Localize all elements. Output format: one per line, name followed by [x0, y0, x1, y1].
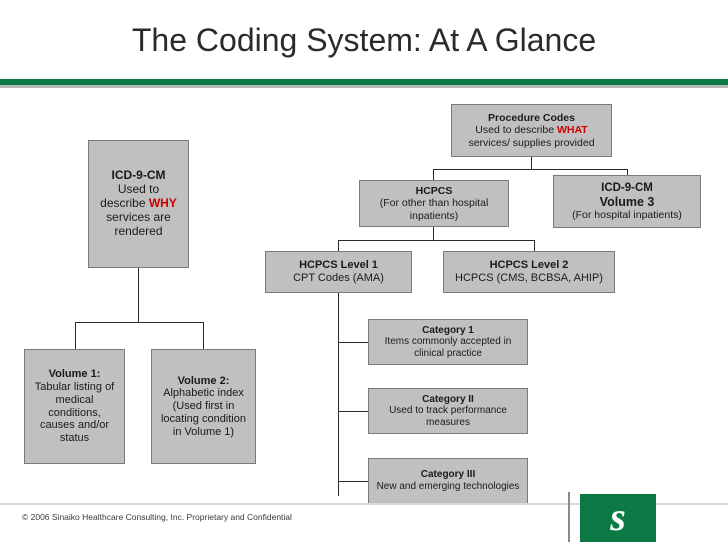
procedure-codes-line3: services/ supplies provided — [468, 136, 595, 149]
volume2-line2: Alphabetic index — [163, 387, 244, 400]
box-volume-2[interactable]: Volume 2: Alphabetic index (Used first i… — [151, 349, 256, 464]
hcpcs-title: HCPCS — [415, 185, 453, 198]
volume1-line5: causes and/or — [39, 419, 110, 432]
box-category-3[interactable]: Category III New and emerging technologi… — [368, 458, 528, 504]
connector-l1-to-cat1 — [338, 342, 368, 343]
icd9cm-line3-emphasis: WHY — [148, 196, 177, 211]
box-procedure-codes[interactable]: Procedure Codes Used to describe WHAT se… — [451, 104, 612, 157]
procedure-codes-line2-emphasis: WHAT — [557, 124, 588, 137]
connector-l1-down — [338, 293, 339, 496]
procedure-codes-title: Procedure Codes — [488, 112, 575, 125]
connector-proc-to-icd3 — [627, 169, 628, 180]
box-icd-9-cm[interactable]: ICD-9-CM Used to describe WHY services a… — [88, 140, 189, 268]
box-hcpcs-level-1[interactable]: HCPCS Level 1 CPT Codes (AMA) — [265, 251, 412, 293]
connector-l1-to-cat2 — [338, 411, 368, 412]
icd9cm-vol3-title: ICD-9-CM — [601, 181, 653, 194]
box-volume-1[interactable]: Volume 1: Tabular listing of medical con… — [24, 349, 125, 464]
logo-separator — [568, 492, 570, 542]
connector-proc-down — [531, 157, 532, 169]
volume1-line2: Tabular listing of — [34, 381, 115, 393]
category3-line2: New and emerging technologies — [376, 481, 520, 492]
connector-icd-to-vol1 — [75, 322, 76, 349]
company-logo: s — [580, 494, 656, 542]
connector-proc-to-hcpcs — [433, 169, 434, 180]
connector-proc-split — [433, 169, 628, 170]
volume2-line3: (Used first in — [172, 400, 235, 413]
connector-hcpcs-down — [433, 227, 434, 240]
connector-hcpcs-to-l1 — [338, 240, 339, 251]
category2-line3: measures — [426, 416, 470, 428]
category1-title: Category 1 — [422, 324, 474, 336]
icd9cm-line4: services are — [106, 209, 171, 224]
volume1-title: Volume 1: — [48, 368, 101, 381]
connector-l1-to-cat3 — [338, 481, 368, 482]
volume2-title: Volume 2: — [177, 374, 230, 387]
box-category-1[interactable]: Category 1 Items commonly accepted in cl… — [368, 319, 528, 365]
volume1-line3: medical — [55, 393, 94, 406]
icd9cm-line5: rendered — [114, 223, 163, 238]
category1-line2: Items commonly accepted in — [384, 336, 512, 348]
hcpcs-level1-title: HCPCS Level 1 — [299, 259, 378, 272]
page-title: The Coding System: At A Glance — [131, 22, 597, 58]
box-icd-9-cm-volume-3[interactable]: ICD-9-CM Volume 3 (For hospital inpatien… — [553, 175, 701, 228]
copyright-text: © 2006 Sinaiko Healthcare Consulting, In… — [22, 512, 292, 522]
connector-icd-down — [138, 268, 139, 322]
procedure-codes-line2-pre: Used to describe — [475, 124, 557, 137]
volume1-line6: status — [59, 432, 90, 444]
volume2-line5: in Volume 1) — [172, 425, 235, 438]
hcpcs-line2: (For other than hospital — [379, 197, 489, 210]
icd9cm-vol3-line3: (For hospital inpatients) — [572, 209, 682, 222]
volume2-line4: locating condition — [160, 412, 246, 425]
connector-hcpcs-to-l2 — [534, 240, 535, 251]
box-hcpcs[interactable]: HCPCS (For other than hospital inpatient… — [359, 180, 509, 227]
gray-divider — [0, 85, 728, 88]
box-category-2[interactable]: Category II Used to track performance me… — [368, 388, 528, 434]
green-divider — [0, 79, 728, 85]
box-hcpcs-level-2[interactable]: HCPCS Level 2 HCPCS (CMS, BCBSA, AHIP) — [443, 251, 615, 293]
hcpcs-level1-line2: CPT Codes (AMA) — [293, 272, 384, 284]
connector-icd-split — [75, 322, 203, 323]
volume1-line4: conditions, — [48, 406, 101, 419]
icd9cm-title: ICD-9-CM — [111, 168, 166, 183]
category1-line3: clinical practice — [414, 347, 482, 359]
connector-hcpcs-split — [338, 240, 534, 241]
icd9cm-line2: Used to — [117, 182, 160, 197]
connector-icd-to-vol2 — [203, 322, 204, 349]
category2-title: Category II — [422, 393, 474, 405]
hcpcs-line3: inpatients) — [409, 209, 459, 222]
category3-title: Category III — [420, 469, 476, 481]
category2-line2: Used to track performance — [389, 405, 507, 417]
footer-divider — [0, 503, 728, 505]
hcpcs-level2-line2: HCPCS (CMS, BCBSA, AHIP) — [455, 272, 603, 284]
icd9cm-vol3-subtitle: Volume 3 — [599, 194, 655, 209]
icd9cm-line3-pre: describe — [100, 196, 149, 211]
hcpcs-level2-title: HCPCS Level 2 — [489, 259, 569, 272]
